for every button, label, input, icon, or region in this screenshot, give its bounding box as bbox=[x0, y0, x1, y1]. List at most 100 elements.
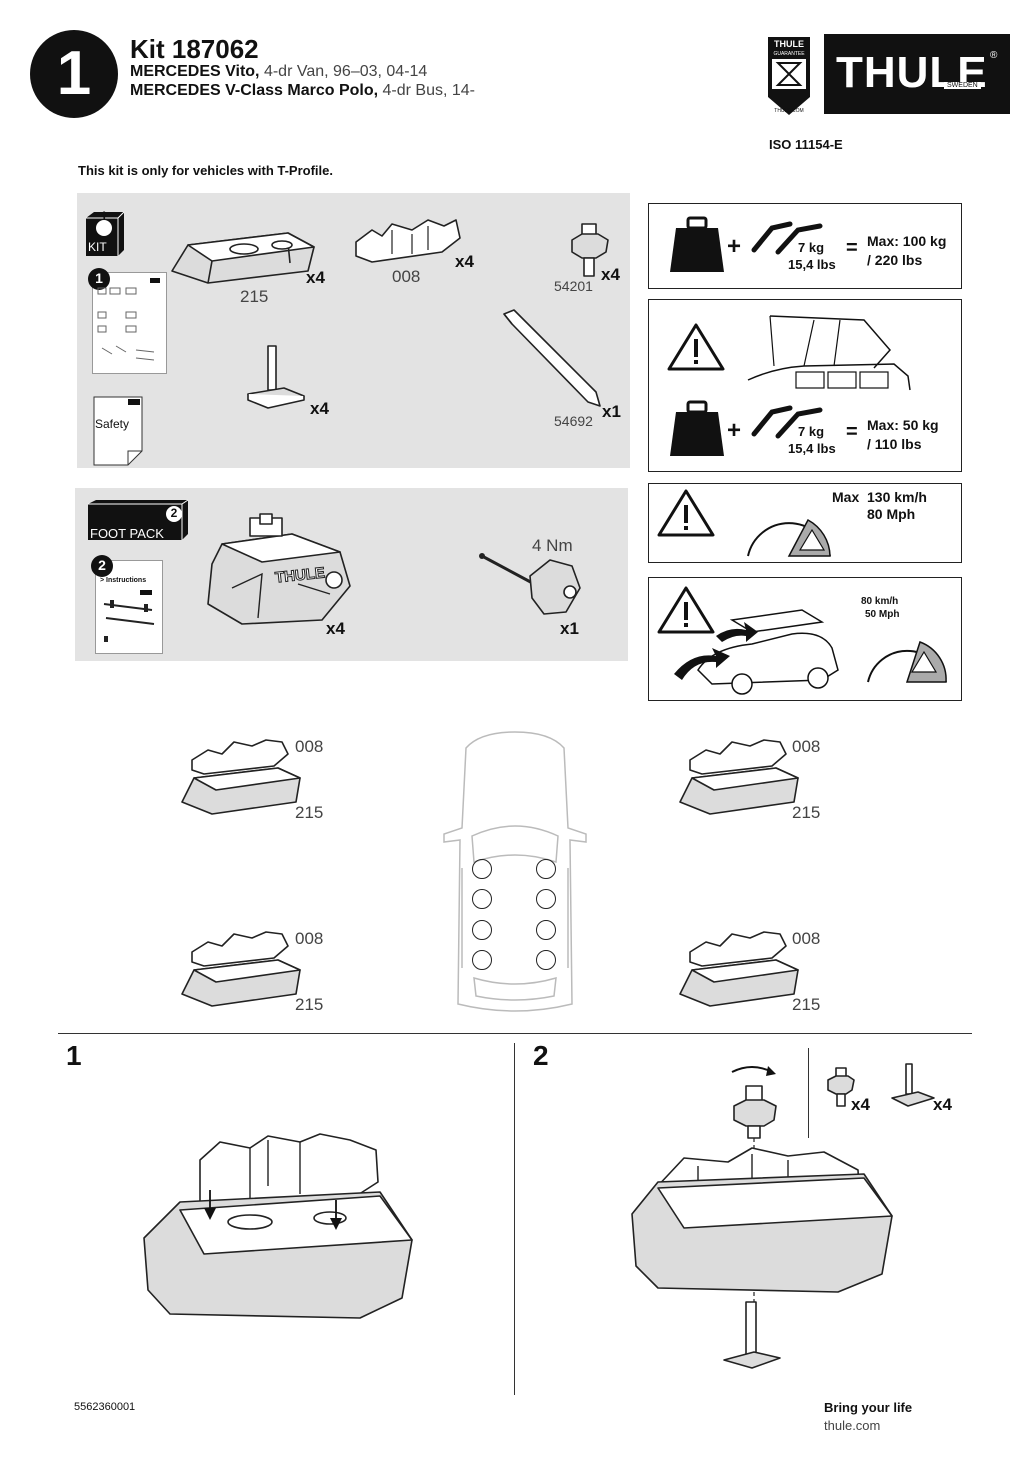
max-load: Max: 100 kg bbox=[867, 233, 947, 249]
mount-point bbox=[536, 920, 556, 940]
part-54692-qty: x1 bbox=[602, 402, 621, 421]
safety-label: Safety bbox=[95, 417, 130, 431]
kit-box-num: 1 bbox=[100, 209, 108, 223]
kit-box-icon bbox=[86, 211, 125, 256]
speed2-mph: 50 Mph bbox=[865, 609, 900, 620]
mount-point bbox=[536, 889, 556, 909]
max-load-lbs: / 220 lbs bbox=[867, 252, 923, 268]
part-215-icon bbox=[171, 232, 315, 284]
step-1-number: 1 bbox=[66, 1040, 82, 1071]
layout-label-215: 215 bbox=[295, 995, 324, 1014]
layout-label-215: 215 bbox=[792, 995, 821, 1014]
vehicle-detail: 4-dr Van, 96–03, 04-14 bbox=[259, 63, 428, 80]
mount-point bbox=[472, 920, 492, 940]
thule-logo-mark: ® bbox=[990, 50, 998, 61]
mount-point bbox=[472, 950, 492, 970]
kit-panel bbox=[77, 193, 630, 468]
booklet-num: 1 bbox=[95, 270, 103, 286]
mount-point bbox=[536, 859, 556, 879]
weight-icon bbox=[670, 216, 724, 272]
camper-van-icon bbox=[747, 315, 911, 391]
car-top-view-icon bbox=[443, 731, 587, 1012]
thule-logo-text: THULE bbox=[836, 48, 988, 97]
speed-max-label: Max bbox=[832, 489, 860, 505]
kit-box-label: KIT bbox=[88, 240, 107, 254]
assembly-icon-rear-left bbox=[181, 931, 301, 1007]
max-load-lbs-2: / 110 lbs bbox=[867, 436, 922, 452]
part-54692-label: 54692 bbox=[554, 413, 593, 429]
footer-tagline: Bring your life bbox=[824, 1400, 913, 1415]
torque-tool-qty: x1 bbox=[560, 619, 579, 638]
car-loaded-icon bbox=[674, 609, 839, 695]
foot-booklet-badge bbox=[91, 555, 113, 577]
part-215-label: 215 bbox=[240, 287, 269, 306]
step-number: 1 bbox=[56, 39, 92, 108]
guarantee-badge bbox=[768, 37, 810, 115]
layout-label-215: 215 bbox=[295, 803, 324, 822]
booklet-content-icon bbox=[97, 278, 160, 361]
step-2-number: 2 bbox=[533, 1040, 549, 1071]
foot-booklet-num: 2 bbox=[98, 557, 106, 573]
part-54201-icon bbox=[571, 223, 609, 277]
mount-point bbox=[472, 859, 492, 879]
step-2-parts-divider bbox=[808, 1048, 809, 1138]
foot-icon bbox=[207, 513, 351, 625]
plus-sign-2: + bbox=[727, 417, 742, 444]
safety-booklet bbox=[93, 396, 143, 466]
t-profile-note: This kit is only for vehicles with T-Pro… bbox=[78, 163, 333, 178]
guarantee-url: THULE.COM bbox=[774, 108, 804, 114]
instruction-booklet bbox=[92, 272, 167, 374]
foot-booklet-text: > Instructions bbox=[100, 577, 147, 584]
part-54201-qty: x4 bbox=[601, 265, 620, 284]
roof-bars-icon bbox=[751, 221, 823, 255]
speed-mph: 80 Mph bbox=[867, 506, 916, 522]
bars-weight-lbs-2: 15,4 lbs bbox=[788, 441, 836, 456]
thule-logo bbox=[824, 34, 1010, 114]
thule-logo-sub: SWEDEN bbox=[944, 82, 981, 89]
bars-weight-2: 7 kg bbox=[798, 424, 825, 439]
doc-code: 5562360001 bbox=[74, 1401, 136, 1413]
assembly-icon-rear-right bbox=[679, 931, 799, 1007]
vehicle-model: MERCEDES Vito, bbox=[130, 63, 260, 80]
layout-label-008: 008 bbox=[295, 737, 324, 756]
layout-label-215: 215 bbox=[792, 803, 821, 822]
bars-weight: 7 kg bbox=[798, 240, 825, 255]
steps-divider bbox=[58, 1033, 972, 1034]
speedometer-icon bbox=[747, 518, 831, 557]
warning-icon-3 bbox=[657, 586, 715, 634]
footer-url[interactable]: thule.com bbox=[824, 1418, 881, 1433]
step-1-illustration bbox=[143, 1133, 413, 1319]
part-008-label: 008 bbox=[392, 267, 421, 286]
vehicle-line-2: MERCEDES V-Class Marco Polo, 4-dr Bus, 1… bbox=[130, 82, 475, 100]
step-circle bbox=[30, 30, 118, 118]
layout-label-008: 008 bbox=[295, 929, 324, 948]
layout-label-008: 008 bbox=[792, 929, 821, 948]
step-2-tbolt-icon bbox=[891, 1063, 935, 1107]
part-008-icon bbox=[355, 219, 461, 263]
mount-point bbox=[536, 950, 556, 970]
guarantee-label: GUARANTEE bbox=[773, 51, 805, 57]
warning-icon-2 bbox=[657, 489, 715, 537]
vehicle-model: MERCEDES V-Class Marco Polo, bbox=[130, 82, 379, 99]
layout-label-008: 008 bbox=[792, 737, 821, 756]
t-bolt-qty: x4 bbox=[310, 399, 329, 418]
part-215-qty: x4 bbox=[306, 268, 325, 287]
kit-title: Kit 187062 bbox=[130, 34, 259, 64]
booklet-badge bbox=[88, 268, 110, 290]
max-load-2: Max: 50 kg bbox=[867, 417, 939, 433]
assembly-icon-front-left bbox=[181, 739, 301, 815]
foot-qty: x4 bbox=[326, 619, 345, 638]
part-008-qty: x4 bbox=[455, 252, 474, 271]
torque-tool-icon bbox=[479, 553, 581, 615]
speedometer-icon-2 bbox=[867, 641, 947, 683]
iso-label: ISO 11154-E bbox=[769, 137, 843, 152]
vehicle-detail: 4-dr Bus, 14- bbox=[378, 82, 476, 99]
part-54201-label: 54201 bbox=[554, 278, 593, 294]
foot-pack-num: 2 bbox=[170, 506, 178, 520]
allen-key-icon bbox=[503, 309, 601, 407]
foot-pack-box-icon bbox=[88, 499, 189, 540]
equals-sign: = bbox=[846, 237, 858, 259]
roof-bars-icon-2 bbox=[751, 405, 823, 439]
plus-sign: + bbox=[727, 233, 742, 260]
step-2-bolt-qty: x4 bbox=[851, 1095, 870, 1114]
